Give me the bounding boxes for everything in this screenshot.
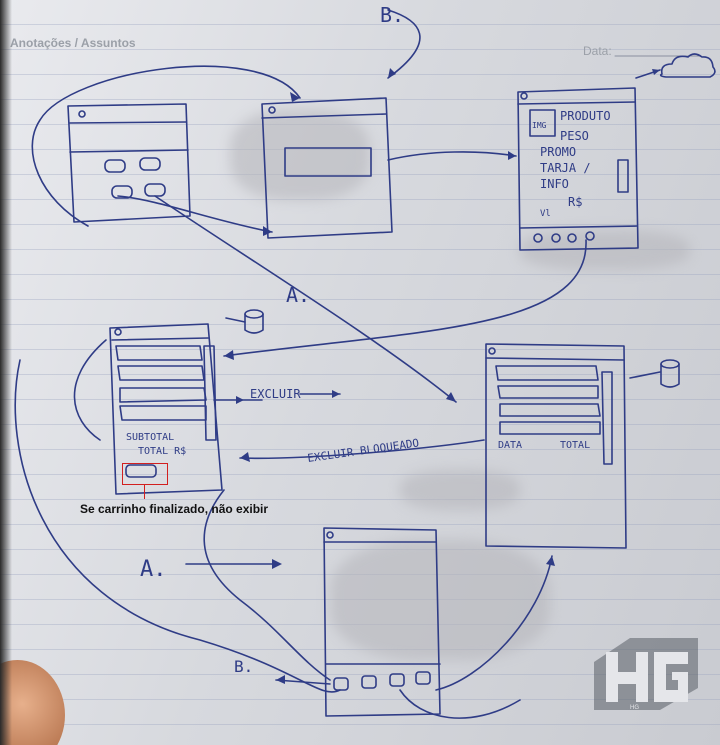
label-a-mid: A. [286, 283, 310, 307]
page-edge-shadow [0, 0, 12, 745]
database-icon [244, 309, 264, 334]
label-peso: PESO [560, 129, 589, 143]
hg-logo: HG [594, 638, 698, 711]
label-data-col: DATA [498, 440, 522, 451]
label-subtotal: SUBTOTAL [126, 432, 174, 443]
cart-button-icon [111, 185, 133, 199]
wireframe-screen-list [261, 97, 393, 239]
label-total: TOTAL R$ [138, 446, 186, 457]
database-icon [660, 359, 680, 388]
label-total-col: TOTAL [560, 440, 590, 451]
wireframe-screen-cart [109, 323, 223, 495]
notes-header-title: Anotações / Assuntos [10, 36, 136, 50]
cloud-icon [659, 53, 716, 78]
wireframe-screen-menu [323, 527, 441, 717]
svg-text:HG: HG [630, 705, 639, 711]
label-a-bottom: A. [140, 557, 167, 582]
highlight-box [122, 463, 168, 485]
label-info: INFO [540, 177, 569, 191]
label-rs: R$ [568, 195, 582, 209]
label-excluir: EXCLUIR [250, 387, 301, 401]
label-vl: Vl [540, 209, 551, 219]
label-produto: PRODUTO [560, 109, 611, 123]
label-b-top: B. [380, 3, 404, 27]
callout-line [144, 484, 145, 499]
label-tarja: TARJA / [540, 161, 591, 175]
label-promo: PROMO [540, 145, 576, 159]
label-excluir-bloqueado: EXCLUIR BLOQUEADO [307, 436, 420, 465]
label-b-bottom: B. [234, 657, 253, 676]
wireframe-screen-product [517, 87, 639, 251]
label-img: IMG [532, 121, 547, 130]
wireframe-screen-home [67, 103, 191, 223]
date-label: Data: [583, 44, 612, 58]
wireframe-screen-history [485, 343, 627, 549]
annotation-callout: Se carrinho finalizado, não exibir [80, 502, 269, 516]
